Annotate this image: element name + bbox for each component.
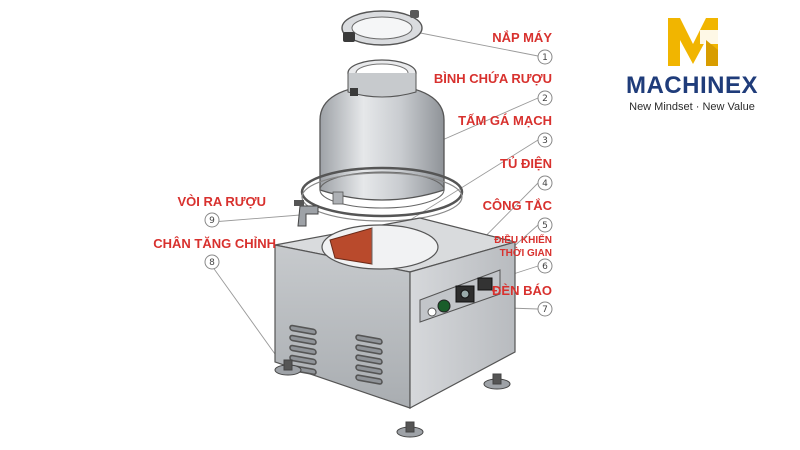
callout-num-9: 9 xyxy=(209,216,215,226)
callout-circle-5: 5 xyxy=(537,217,553,233)
adjustable-feet xyxy=(274,359,511,438)
indicator-light-icon xyxy=(437,299,451,313)
callout-num-8: 8 xyxy=(209,258,215,268)
wine-spout xyxy=(294,200,319,227)
wine-tank xyxy=(319,59,445,209)
callout-num-5: 5 xyxy=(542,221,548,231)
brand-name: MACHINEX xyxy=(626,72,758,99)
callout-labels: NẮP MÁY BÌNH CHỨA RƯỢU TẤM GÁ MẠCH TỦ ĐI… xyxy=(153,30,552,298)
label-timer-line2: THỜI GIAN xyxy=(500,246,552,259)
lid-clamp-icon xyxy=(343,32,355,42)
mounting-ring xyxy=(300,166,464,222)
callout-numbers: 1 2 3 4 5 6 7 8 9 xyxy=(204,49,553,317)
callout-circle-3: 3 xyxy=(537,132,553,148)
label-wine-spout: VÒI RA RƯỢU xyxy=(177,194,266,209)
callout-circle-4: 4 xyxy=(537,175,553,191)
electric-cabinet xyxy=(274,217,518,409)
brand-logo: MACHINEX New Mindset · New Value xyxy=(626,18,758,113)
label-mounting-plate: TẤM GÁ MẠCH xyxy=(458,113,552,128)
callout-circle-7: 7 xyxy=(537,301,553,317)
label-wine-tank: BÌNH CHỨA RƯỢU xyxy=(434,71,552,86)
label-lid: NẮP MÁY xyxy=(492,30,552,45)
label-electric-cabinet: TỦ ĐIỆN xyxy=(500,156,552,171)
callout-num-7: 7 xyxy=(542,305,548,315)
switch-icon xyxy=(477,277,493,291)
callout-num-3: 3 xyxy=(542,136,548,146)
callout-circle-6: 6 xyxy=(537,258,553,274)
label-switch: CÔNG TẮC xyxy=(483,198,553,213)
label-adjustable-feet: CHÂN TĂNG CHỈNH xyxy=(153,236,276,251)
callout-num-4: 4 xyxy=(542,179,548,189)
label-indicator-light: ĐÈN BÁO xyxy=(492,283,552,298)
callout-circle-1: 1 xyxy=(537,49,553,65)
callout-num-2: 2 xyxy=(542,94,548,104)
brand-tagline: New Mindset · New Value xyxy=(629,101,755,113)
callout-num-6: 6 xyxy=(542,262,548,272)
label-timer-line1: ĐIỀU KHIỂN xyxy=(494,233,552,246)
callout-num-1: 1 xyxy=(542,53,548,63)
machinex-m-logo-icon xyxy=(668,18,732,66)
lid xyxy=(341,10,423,46)
callout-circle-2: 2 xyxy=(537,90,553,106)
callout-circle-8: 8 xyxy=(204,254,220,270)
callout-circle-9: 9 xyxy=(204,212,220,228)
